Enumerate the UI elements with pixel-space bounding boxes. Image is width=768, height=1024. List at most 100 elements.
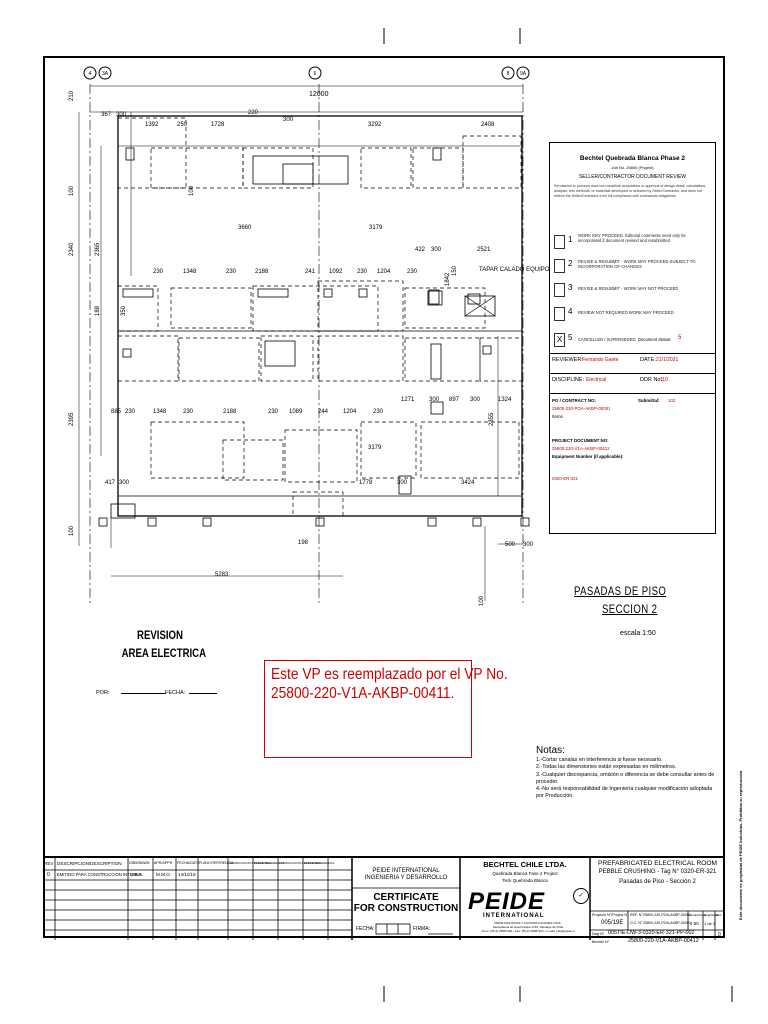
svg-text:350: 350 <box>121 305 127 316</box>
svg-text:300: 300 <box>283 117 294 123</box>
notes-block: Notas: 1.-Cortar canalas en interferenci… <box>536 745 718 800</box>
svg-text:300: 300 <box>470 397 481 403</box>
note-item: 3.-Cualquier discrepancia, omisión o dif… <box>536 771 715 785</box>
dim-210: 210 <box>69 90 75 101</box>
svg-text:2188: 2188 <box>223 409 237 415</box>
svg-text:500: 500 <box>505 542 516 548</box>
project-doc-number: 25800-220-V1A-AKBP-00412 <box>552 446 610 451</box>
svg-text:3292: 3292 <box>368 122 382 128</box>
project-number: 005/19E <box>601 920 624 926</box>
svg-text:5283: 5283 <box>215 572 229 578</box>
dim-total: 12000 <box>309 91 329 98</box>
svg-text:100: 100 <box>69 185 75 196</box>
svg-text:3660: 3660 <box>238 225 252 231</box>
svg-text:9A: 9A <box>520 71 527 77</box>
svg-text:1092: 1092 <box>329 269 343 275</box>
drawing-title: PASADAS DE PISO SECCION 2 <box>574 584 667 616</box>
svg-text:198: 198 <box>298 540 309 546</box>
svg-text:230: 230 <box>373 409 384 415</box>
replacement-note: Este VP es reemplazado por el VP No. 258… <box>264 660 508 758</box>
review-date: 21/1/2021 <box>656 357 679 363</box>
project-title: PREFABRICATED ELECTRICAL ROOM <box>597 860 718 867</box>
project-tag: PEBBLE CRUSHING - Tag N° 0320-ER-321 <box>598 869 717 875</box>
client-name: BECHTEL CHILE LTDA. <box>483 860 567 869</box>
drawing-scale: escala 1:50 <box>620 630 656 637</box>
rev-number: 0 <box>47 872 50 878</box>
svg-text:3424: 3424 <box>461 480 475 486</box>
svg-text:417: 417 <box>105 480 116 486</box>
dim-367: 367 <box>101 112 112 118</box>
svg-text:422: 422 <box>415 247 426 253</box>
sheet-title: Pasadas de Piso - Sección 2 <box>619 879 696 885</box>
title-block: REV DESCRIPCION/DESCRIPTION DIB/DRAWN AP… <box>43 856 725 944</box>
svg-text:2395: 2395 <box>69 412 75 426</box>
svg-text:2408: 2408 <box>481 122 495 128</box>
svg-text:300: 300 <box>397 480 408 486</box>
document-status: 5 <box>678 335 682 341</box>
svg-text:300: 300 <box>116 112 127 118</box>
svg-text:300: 300 <box>431 247 442 253</box>
svg-text:230: 230 <box>407 269 418 275</box>
svg-text:1728: 1728 <box>211 122 225 128</box>
svg-text:1778: 1778 <box>359 480 373 486</box>
drawing-frame <box>43 56 725 938</box>
svg-text:100: 100 <box>479 595 485 606</box>
svg-text:2340: 2340 <box>69 242 75 256</box>
svg-text:2188: 2188 <box>255 269 269 275</box>
svg-text:6: 6 <box>314 71 317 77</box>
revision-fecha: FECHA: <box>165 690 218 696</box>
revision-block: REVISION AREA ELECTRICA <box>121 628 207 660</box>
svg-text:230: 230 <box>357 269 368 275</box>
drawing-number: 005TIE-DW-3-0320-ER-321-PP-002 <box>608 930 695 936</box>
svg-text:3179: 3179 <box>369 225 383 231</box>
logo-address: PEIDE INDUSTRIA Y CONSTRUCCIONES LTDA. S… <box>481 921 575 933</box>
floor-plan-drawing: 12000 210 367 300 1392 250 1728 220 300 … <box>69 66 586 606</box>
svg-text:4: 4 <box>89 71 92 77</box>
svg-text:1271: 1271 <box>401 397 415 403</box>
svg-text:8: 8 <box>507 71 510 77</box>
svg-text:244: 244 <box>318 409 329 415</box>
svg-text:3A: 3A <box>102 71 109 77</box>
option-5-checkbox: X <box>554 333 565 347</box>
ddr-number: 110 <box>660 377 668 383</box>
discipline: Electrical <box>586 377 607 383</box>
certification-seal-icon: ✓ <box>573 888 589 904</box>
svg-text:2355: 2355 <box>489 412 495 426</box>
svg-text:150: 150 <box>452 265 458 276</box>
svg-text:1204: 1204 <box>377 269 391 275</box>
svg-text:230: 230 <box>268 409 279 415</box>
svg-text:300: 300 <box>119 480 130 486</box>
svg-text:241: 241 <box>305 269 316 275</box>
svg-text:885: 885 <box>111 409 122 415</box>
svg-text:230: 230 <box>183 409 194 415</box>
svg-text:1392: 1392 <box>145 122 159 128</box>
po-number: 25800-220-POA-AKBP-00001 <box>552 406 611 411</box>
svg-text:220: 220 <box>248 110 259 116</box>
svg-text:1204: 1204 <box>343 409 357 415</box>
peide-logo: PEIDE <box>468 888 546 915</box>
drawing-annotation: TAPAR CALADO EQUIPO ELIMINADO. <box>479 267 586 273</box>
rev-description: EMITIDO PARA CONSTRUCCION INTERNA <box>57 872 142 877</box>
reviewer-name: Fernando Gaete <box>582 357 619 363</box>
note-item: 2.-Todas las dimensiones están expresada… <box>536 764 677 771</box>
revision-por: POR: <box>96 690 167 696</box>
svg-text:100: 100 <box>69 525 75 536</box>
peide-heading: PEIDE INTERNATIONAL INGENIERIA Y DESARRO… <box>364 868 448 881</box>
note-item: 1.-Cortar canalas en interferencia si fu… <box>536 757 663 764</box>
svg-text:230: 230 <box>153 269 164 275</box>
side-legal-text: Este documento es propiedad de PEIDE Ind… <box>738 770 743 920</box>
svg-text:1324: 1324 <box>498 397 512 403</box>
svg-text:897: 897 <box>449 397 460 403</box>
svg-text:100: 100 <box>189 185 195 196</box>
review-stamp: Bechtel Quebrada Blanca Phase 2 Job No. … <box>549 142 716 534</box>
svg-text:2365: 2365 <box>95 242 101 256</box>
svg-text:300: 300 <box>523 542 534 548</box>
svg-text:250: 250 <box>177 122 188 128</box>
svg-text:2521: 2521 <box>477 247 491 253</box>
svg-text:1348: 1348 <box>153 409 167 415</box>
certificate-for-construction: CERTIFICATE FOR CONSTRUCTION <box>353 892 459 914</box>
svg-text:1348: 1348 <box>183 269 197 275</box>
svg-text:230: 230 <box>226 269 237 275</box>
svg-text:1089: 1089 <box>289 409 303 415</box>
